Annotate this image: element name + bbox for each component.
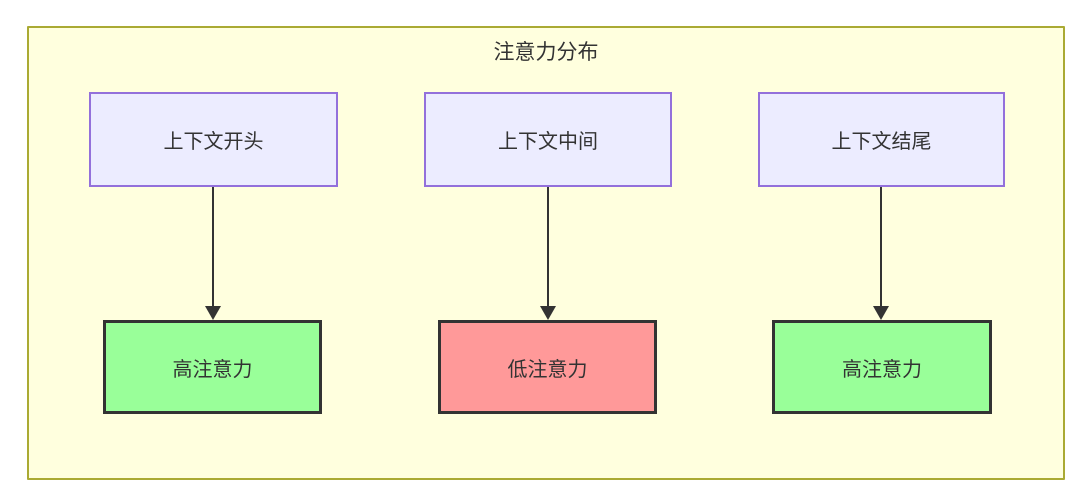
arrow-head-icon	[873, 306, 889, 320]
arrow-middle-to-low	[540, 187, 556, 320]
arrow-line	[880, 187, 882, 306]
node-high-attention-right: 高注意力	[772, 320, 992, 414]
node-context-middle: 上下文中间	[424, 92, 672, 187]
node-high-attention-left-label: 高注意力	[172, 358, 253, 381]
node-context-middle-label: 上下文中间	[498, 131, 598, 153]
arrow-line	[212, 187, 214, 306]
node-context-start-label: 上下文开头	[163, 131, 264, 153]
arrow-start-to-high	[205, 187, 221, 320]
arrow-line	[547, 187, 549, 306]
arrow-head-icon	[540, 306, 556, 320]
node-low-attention-middle: 低注意力	[438, 320, 657, 414]
node-context-start: 上下文开头	[89, 92, 338, 187]
node-high-attention-left: 高注意力	[103, 320, 322, 414]
arrow-end-to-high	[873, 187, 889, 320]
node-context-end-label: 上下文结尾	[831, 131, 932, 153]
node-context-end: 上下文结尾	[758, 92, 1005, 187]
arrow-head-icon	[205, 306, 221, 320]
diagram-title: 注意力分布	[493, 41, 599, 64]
node-low-attention-middle-label: 低注意力	[507, 358, 588, 381]
node-high-attention-right-label: 高注意力	[842, 358, 922, 381]
